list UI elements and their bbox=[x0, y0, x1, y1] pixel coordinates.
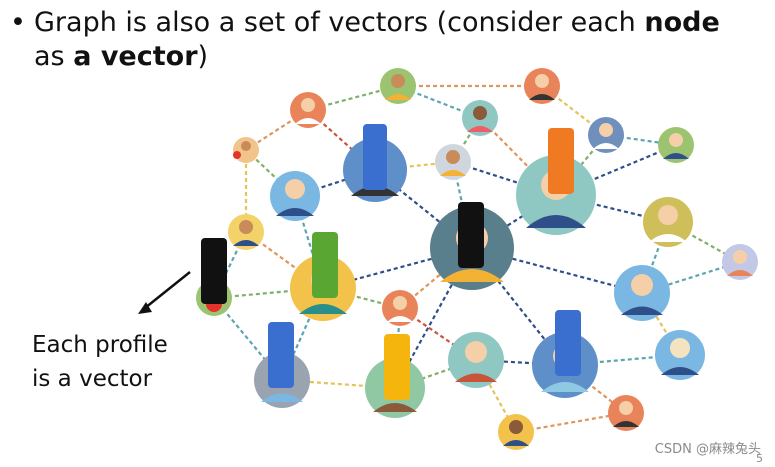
caption-line1: Each profile bbox=[32, 332, 168, 358]
avatar-node bbox=[658, 127, 694, 163]
slide-title: • Graph is also a set of vectors (conside… bbox=[10, 6, 760, 74]
edge bbox=[515, 411, 627, 434]
avatar-node bbox=[643, 197, 693, 247]
edge bbox=[555, 193, 669, 224]
avatar-node bbox=[290, 92, 326, 128]
edge bbox=[245, 109, 309, 151]
pointer-arrow bbox=[138, 271, 191, 314]
edge bbox=[641, 292, 681, 356]
vector-bar-blue bbox=[363, 124, 387, 190]
caption-line2: is a vector bbox=[32, 366, 153, 392]
avatar-node bbox=[228, 214, 264, 250]
avatar-node bbox=[614, 265, 670, 321]
edge bbox=[564, 353, 681, 367]
vector-bar-blue bbox=[555, 310, 581, 376]
bullet-dot: • bbox=[10, 7, 26, 38]
vector-bar-orange bbox=[548, 128, 574, 194]
title-line1: Graph is also a set of vectors (consider… bbox=[34, 7, 645, 38]
vector-bar-black bbox=[458, 202, 484, 268]
avatar-node bbox=[382, 290, 418, 326]
vector-bar-yellow bbox=[384, 334, 410, 400]
avatar-node bbox=[608, 395, 644, 431]
vector-bar-black bbox=[201, 238, 227, 304]
avatar-node bbox=[435, 144, 471, 180]
avatar-node bbox=[270, 171, 320, 221]
avatar-node bbox=[233, 137, 259, 163]
title-bold-node: node bbox=[644, 7, 720, 38]
caption: Each profile is a vector bbox=[32, 328, 168, 396]
avatar-node bbox=[498, 414, 534, 450]
watermark: CSDN @麻辣兔头 bbox=[654, 442, 761, 457]
avatar-node bbox=[722, 244, 758, 280]
avatar-node bbox=[655, 330, 705, 380]
title-line2: as bbox=[34, 41, 74, 72]
avatar-node bbox=[462, 100, 498, 136]
avatar-node bbox=[448, 332, 504, 388]
vector-bar-blue bbox=[268, 322, 294, 388]
title-line2-end: ) bbox=[197, 41, 209, 72]
edge bbox=[213, 231, 247, 299]
avatar-node bbox=[524, 68, 560, 104]
vector-bars bbox=[201, 124, 581, 400]
title-bold-vector: a vector bbox=[73, 41, 198, 72]
avatar-node bbox=[380, 68, 416, 104]
avatar-node bbox=[588, 117, 624, 153]
vector-bar-green bbox=[312, 232, 338, 298]
page-number: 5 bbox=[756, 452, 763, 465]
